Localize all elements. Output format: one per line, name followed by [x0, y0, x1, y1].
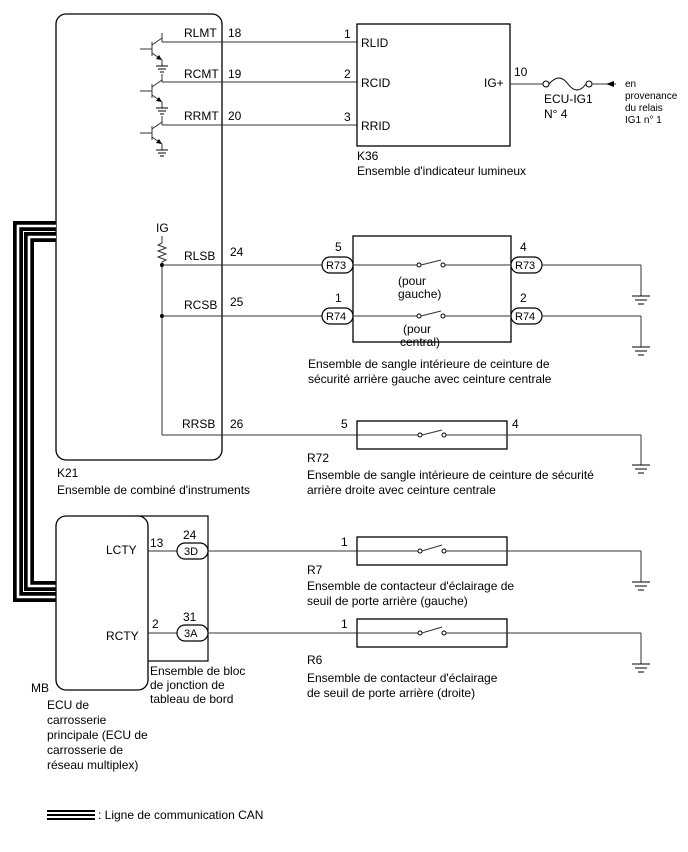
pin-3d: 24 — [183, 528, 197, 542]
mb-name-line-1: ECU de — [47, 698, 89, 712]
r7-code: R7 — [307, 563, 323, 577]
mb-pin-number-13: 13 — [150, 536, 164, 550]
switch-left-label-2: gauche) — [398, 287, 441, 301]
r7-name-line-2: seuil de porte arrière (gauche) — [307, 594, 468, 608]
k36-name: Ensemble d'indicateur lumineux — [357, 164, 526, 178]
k36-pin-number-2: 2 — [344, 67, 351, 81]
k21-pin-label-rlmt: RLMT — [184, 26, 217, 40]
k21-pin-label-rlsb: RLSB — [184, 249, 215, 263]
fuse-ecu-ig1 — [542, 77, 593, 91]
r73-r74-name-line-1: Ensemble de sangle intérieure de ceintur… — [308, 357, 550, 371]
fuse-number: N° 4 — [544, 107, 568, 121]
k21-name: Ensemble de combiné d'instruments — [57, 483, 250, 497]
r6-name-line-2: de seuil de porte arrière (droite) — [307, 686, 475, 700]
switch-center-label-2: central) — [400, 335, 440, 349]
mb-name-line-3: principale (ECU de — [47, 728, 148, 742]
junction-line-1: Ensemble de bloc — [150, 664, 245, 678]
k21-code: K21 — [57, 466, 79, 480]
r7-name-line-1: Ensemble de contacteur d'éclairage de — [307, 579, 514, 593]
k21-pin-label-rcsb: RCSB — [184, 298, 217, 312]
k36-pin-label-rcid: RCID — [361, 76, 391, 90]
k36-indicator-assembly — [356, 23, 511, 147]
transistor-rlmt — [140, 33, 168, 73]
mb-name-line-2: carrosserie — [47, 713, 107, 727]
pin-r73-left: 5 — [335, 240, 342, 254]
pull-up-resistor — [156, 242, 168, 263]
ground-icon — [632, 663, 650, 673]
legend-can-label: : Ligne de communication CAN — [98, 808, 263, 822]
pin-r73-right: 4 — [520, 240, 527, 254]
connector-r73-left-label: R73 — [326, 260, 346, 272]
k36-pin-label-rlid: RLID — [361, 36, 389, 50]
k36-pin-number-3: 3 — [344, 110, 351, 124]
mb-main-body-ecu — [55, 515, 149, 691]
connector-3d-label: 3D — [184, 546, 198, 558]
pin-r74-left: 1 — [335, 291, 342, 305]
pin-r74-right: 2 — [520, 291, 527, 305]
switch-r72 — [357, 429, 507, 438]
connector-r74-left-label: R74 — [326, 311, 346, 323]
r72-name-line-1: Ensemble de sangle intérieure de ceintur… — [307, 468, 594, 482]
relay-source-line-2: provenance — [625, 91, 678, 102]
k21-pin-label-rrmt: RRMT — [184, 109, 219, 123]
k21-ig-label: IG — [156, 221, 169, 235]
ground-icon — [632, 346, 650, 356]
ground-icon — [632, 581, 650, 591]
k21-pin-number-19: 19 — [228, 67, 242, 81]
k36-pin-label-rrid: RRID — [361, 119, 391, 133]
r73-r74-name-line-2: sécurité arrière gauche avec ceinture ce… — [308, 372, 552, 386]
ground-icon — [632, 295, 650, 305]
pin-3a: 31 — [183, 610, 197, 624]
relay-source-line-4: IG1 n° 1 — [625, 115, 662, 126]
switch-left-label-1: (pour — [398, 274, 426, 288]
r72-code: R72 — [307, 451, 329, 465]
switch-center — [353, 310, 511, 319]
switch-r6 — [357, 626, 507, 636]
legend-can-line-swatch — [47, 810, 95, 820]
mb-name-line-5: réseau multiplex) — [47, 758, 138, 772]
k21-pin-number-26: 26 — [230, 417, 244, 431]
can-bus-line — [13, 221, 56, 602]
relay-source-line-1: en — [625, 79, 636, 90]
ground-icon — [632, 464, 650, 474]
k21-pin-number-24: 24 — [230, 245, 244, 259]
pin-r6: 1 — [341, 617, 348, 631]
fuse-name: ECU-IG1 — [544, 92, 593, 106]
k21-pin-number-18: 18 — [228, 26, 242, 40]
pin-r72-right: 4 — [512, 417, 519, 431]
switch-left — [353, 259, 511, 268]
r72-name-line-2: arrière droite avec ceinture centrale — [307, 483, 496, 497]
junction-line-3: tableau de bord — [150, 692, 233, 706]
switch-center-label-1: (pour — [403, 322, 431, 336]
k36-pin-number-1: 1 — [344, 27, 351, 41]
k21-pin-label-rcmt: RCMT — [184, 67, 219, 81]
k36-pin-number-10: 10 — [514, 65, 528, 79]
switch-r7 — [357, 544, 507, 554]
k36-pin-label-ig: IG+ — [484, 76, 504, 90]
connector-r74-right-label: R74 — [515, 311, 535, 323]
mb-code: MB — [31, 681, 49, 695]
k36-code: K36 — [357, 149, 379, 163]
mb-pin-label-rcty: RCTY — [106, 629, 139, 643]
connector-3a-label: 3A — [184, 628, 198, 640]
arrow-icon — [606, 81, 614, 87]
mb-pin-number-2: 2 — [152, 617, 159, 631]
mb-name-line-4: carrosserie de — [47, 743, 123, 757]
r6-code: R6 — [307, 653, 323, 667]
connector-r73-right-label: R73 — [515, 260, 535, 272]
pin-r7: 1 — [341, 535, 348, 549]
relay-source-line-3: du relais — [625, 103, 663, 114]
junction-line-2: de jonction de — [150, 678, 225, 692]
pin-r72-left: 5 — [341, 417, 348, 431]
k21-pin-label-rrsb: RRSB — [182, 417, 215, 431]
k21-pin-number-20: 20 — [228, 109, 242, 123]
r6-name-line-1: Ensemble de contacteur d'éclairage — [307, 671, 498, 685]
k21-pin-number-25: 25 — [230, 295, 244, 309]
mb-pin-label-lcty: LCTY — [106, 543, 137, 557]
r73-r74-seat-belt-assembly — [352, 235, 512, 343]
